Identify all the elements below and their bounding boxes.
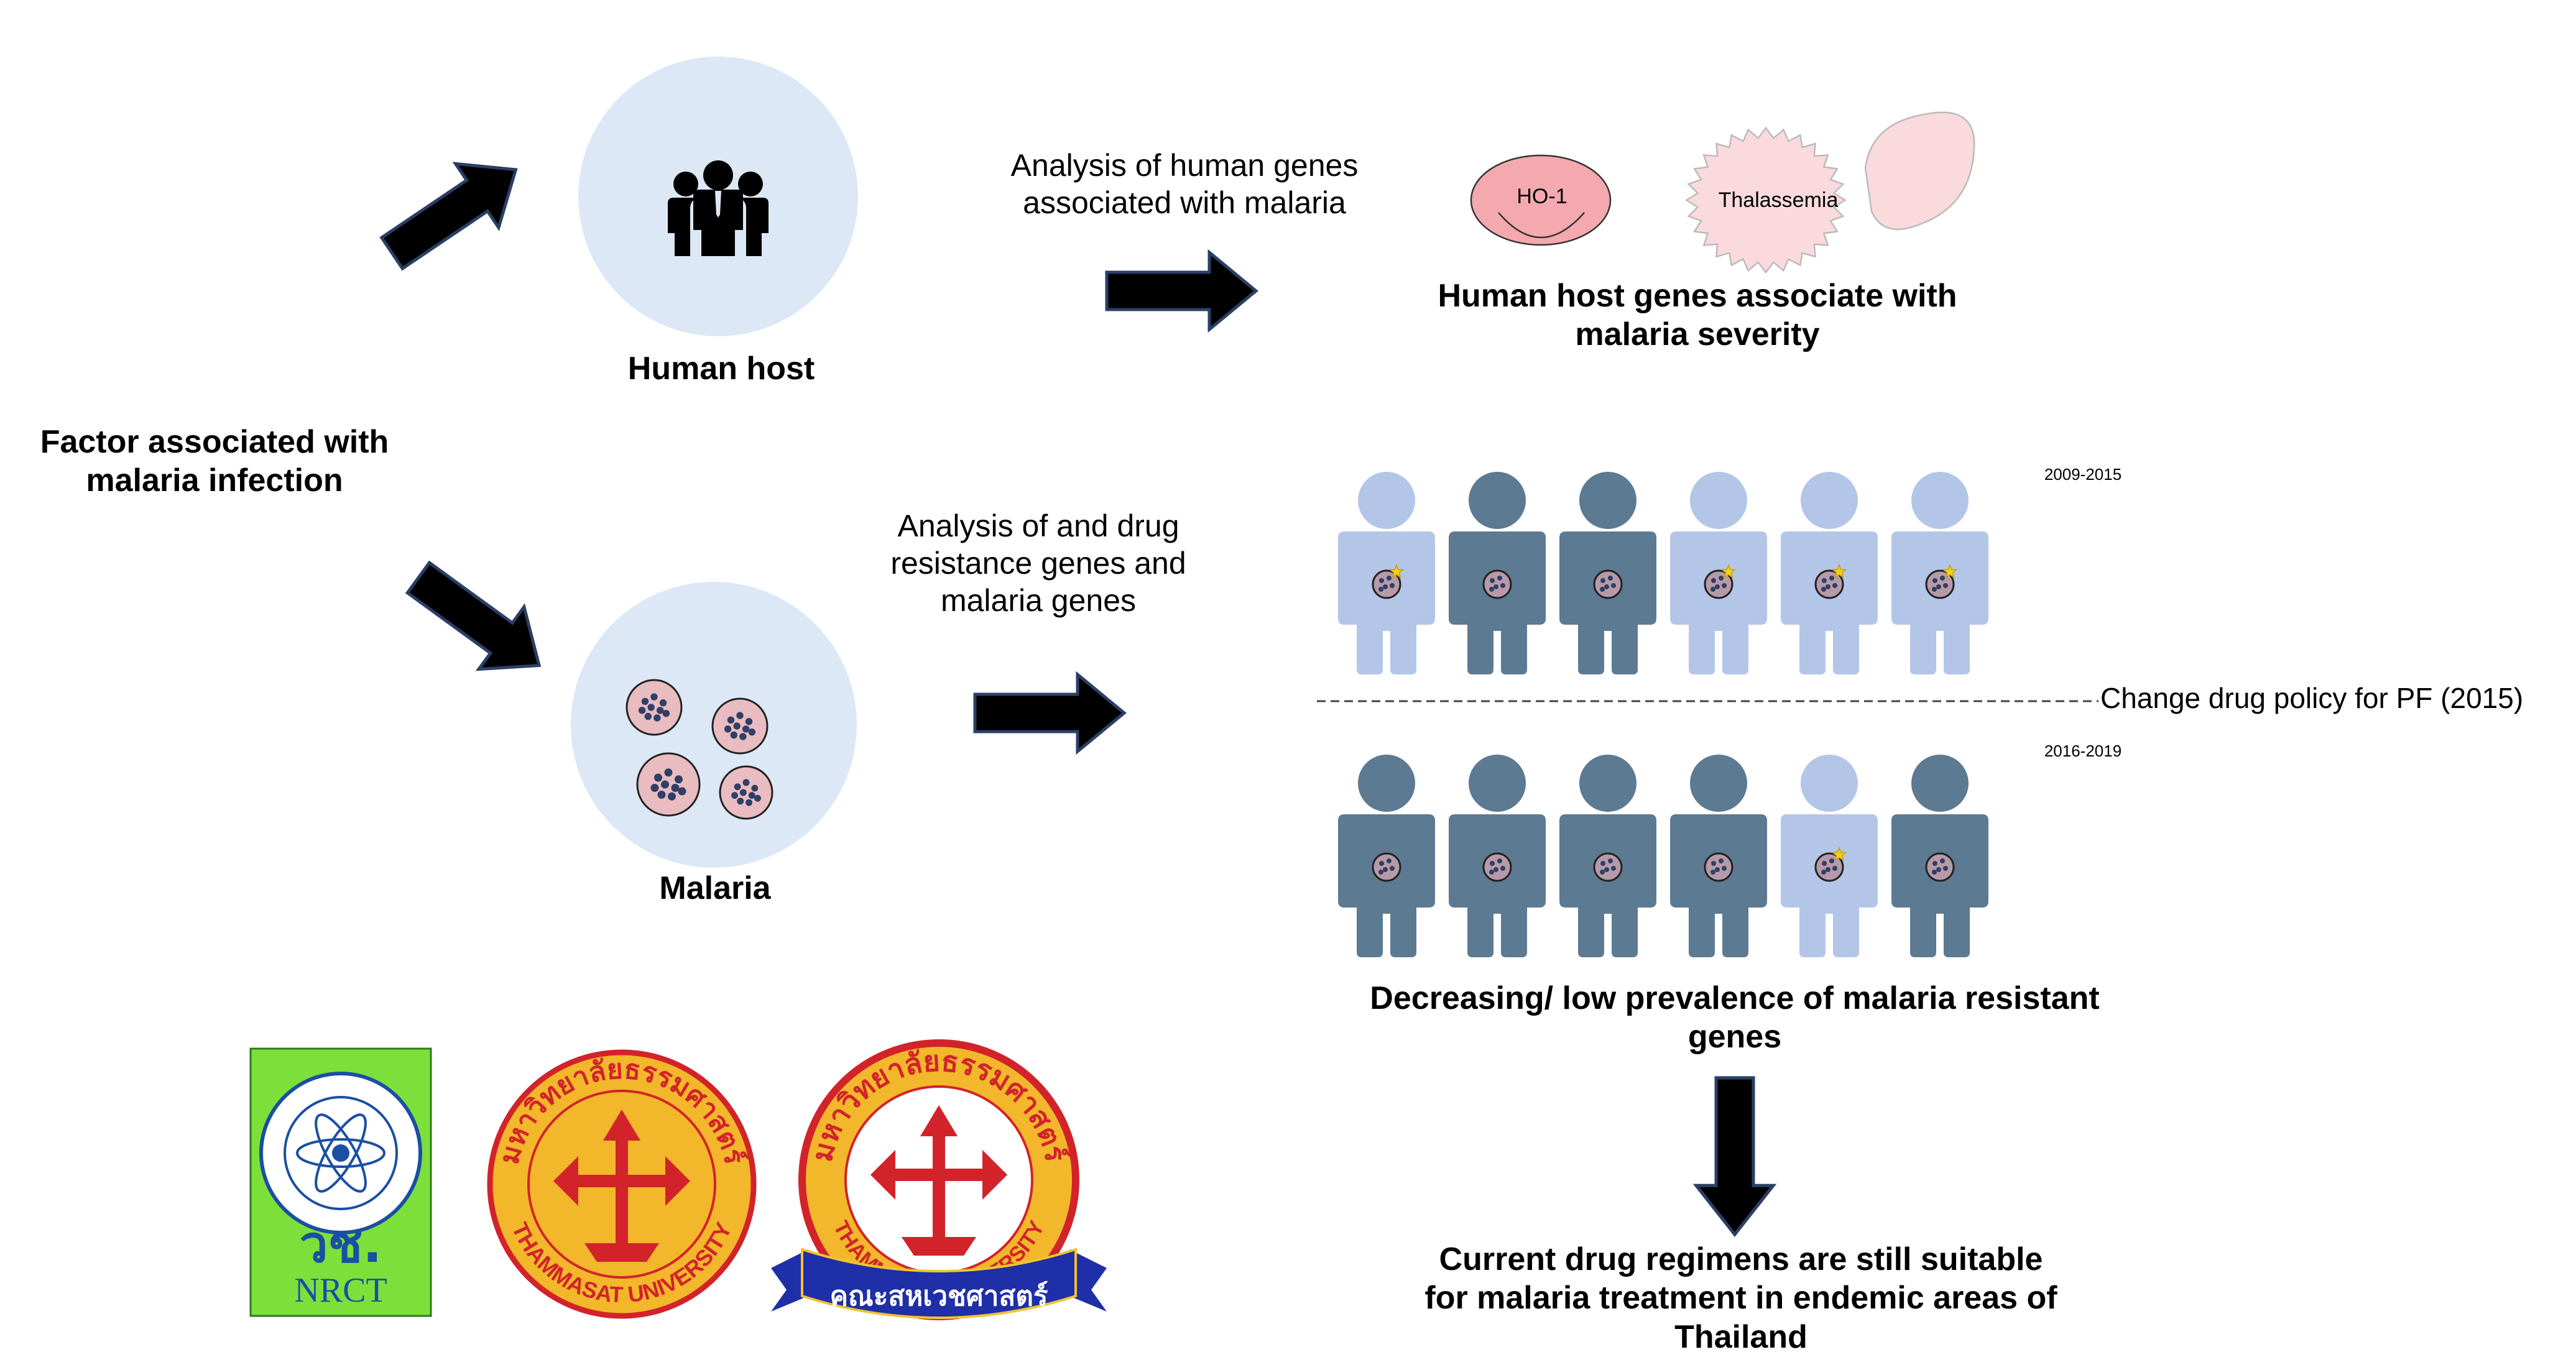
person-sensitive (1338, 755, 1435, 957)
malaria-node (571, 582, 857, 868)
thammasat-university-logo: มหาวิทยาลัยธรรมศาสตร์ THAMMASAT UNIVERSI… (487, 1049, 757, 1319)
period-2016-2019-label: 2016-2019 (2044, 742, 2122, 760)
drug-resistance-result: Decreasing/ low prevalence of malaria re… (1370, 980, 2100, 1055)
person-resistant (1891, 472, 1988, 674)
parasite-dot (746, 799, 753, 806)
person-resistant (1338, 472, 1435, 674)
parasite-cell-icon (1372, 852, 1401, 882)
human-genes-result: Human host genes associate with malaria … (1438, 278, 1957, 353)
parasite-dot (659, 699, 667, 707)
parasite-dot (731, 792, 738, 799)
parasite-dot (748, 728, 756, 736)
parasite-dot (739, 733, 747, 740)
parasite-dot (730, 731, 738, 739)
person-sensitive (1449, 755, 1546, 957)
person-sensitive (1449, 472, 1546, 674)
thalassemia-label: Thalassemia (1718, 188, 1839, 212)
left-title: Factor associated with malaria infection (40, 424, 389, 499)
people-row-2009-2015 (1338, 472, 1988, 674)
nrct-logo: วช. NRCT (249, 1047, 432, 1317)
parasite-dot (644, 712, 652, 720)
parasite-dot (664, 768, 673, 777)
people-row-2016-2019 (1338, 755, 1988, 957)
parasite-dot (745, 718, 753, 725)
parasite-dot (733, 722, 741, 730)
parasite-dot (737, 798, 744, 805)
resistance-star-icon (1831, 846, 1847, 862)
nrct-thai-text: วช. (300, 1215, 382, 1274)
parasite-dot (754, 794, 761, 802)
person-resistant (1670, 472, 1767, 674)
parasite-dot (668, 792, 676, 801)
human-genes-analysis-text: Analysis of human genes associated with … (1010, 148, 1359, 220)
parasite-dot (734, 783, 741, 791)
malaria-label: Malaria (659, 870, 771, 906)
parasite-dot (641, 697, 649, 706)
infected-cells-icon (626, 679, 773, 820)
parasite-dot (638, 707, 646, 714)
person-sensitive (1559, 755, 1656, 957)
parasite-cell-icon (1593, 852, 1623, 882)
parasite-dot (727, 716, 735, 724)
resistance-star-icon (1388, 563, 1405, 579)
parasite-dot (739, 789, 747, 796)
parasite-dot (650, 784, 659, 792)
person-sensitive (1559, 472, 1656, 674)
arrow-to-human-genes (1107, 252, 1256, 329)
arrow-to-malaria (395, 546, 561, 696)
parasite-dot (662, 709, 670, 717)
parasite-dot (661, 780, 669, 789)
parasite-dot (675, 775, 683, 784)
parasite-dot (742, 725, 750, 733)
banner-text: คณะสหเวชศาสตร์ (829, 1280, 1048, 1312)
ho1-gene-shape (1470, 154, 1612, 246)
parasite-dot (678, 787, 686, 796)
human-host-node (578, 57, 858, 336)
parasite-dot (653, 714, 661, 722)
nrct-latin-text: NRCT (294, 1271, 387, 1310)
parasite-dot (647, 704, 655, 711)
parasite-dot (742, 779, 750, 786)
person-sensitive (1891, 755, 1988, 957)
parasite-dot (656, 707, 664, 714)
arrow-to-conclusion (1696, 1078, 1773, 1234)
drug-resistance-analysis-text: Analysis of and drug resistance genes an… (890, 508, 1186, 618)
resistance-star-icon (1942, 563, 1958, 579)
parasite-dot (654, 773, 662, 782)
parasite-cell-icon (1482, 569, 1512, 599)
parasite-dot (748, 792, 755, 799)
person-resistant (1781, 755, 1878, 957)
parasite-dot (724, 725, 732, 733)
thalassemia-gene-shape (1685, 111, 1975, 274)
parasite-dot (751, 784, 759, 792)
person-resistant (1781, 472, 1878, 674)
parasite-cell-icon (1593, 569, 1623, 599)
people-group-icon (668, 160, 769, 256)
conclusion-text: Current drug regimens are still suitable… (1424, 1241, 2057, 1355)
parasite-dot (671, 784, 680, 792)
parasite-dot (657, 791, 666, 799)
parasite-dot (650, 693, 658, 701)
thammasat-allied-health-logo: มหาวิทยาลัยธรรมศาสตร์ THAMMASAT UNIVERSI… (771, 1039, 1107, 1320)
resistance-star-icon (1831, 563, 1847, 579)
ho1-label: HO-1 (1517, 185, 1567, 208)
parasite-cell-icon (1925, 852, 1955, 882)
parasite-cell-icon (1482, 852, 1512, 882)
parasite-dot (736, 712, 744, 719)
arrow-to-human-host (371, 137, 537, 285)
person-sensitive (1670, 755, 1767, 957)
parasite-cell-icon (1704, 852, 1733, 882)
human-host-label: Human host (627, 351, 815, 387)
period-2009-2015-label: 2009-2015 (2044, 465, 2122, 484)
resistance-star-icon (1720, 563, 1737, 579)
arrow-to-drug-resistance (975, 674, 1124, 752)
policy-change-label: Change drug policy for PF (2015) (2100, 682, 2524, 714)
